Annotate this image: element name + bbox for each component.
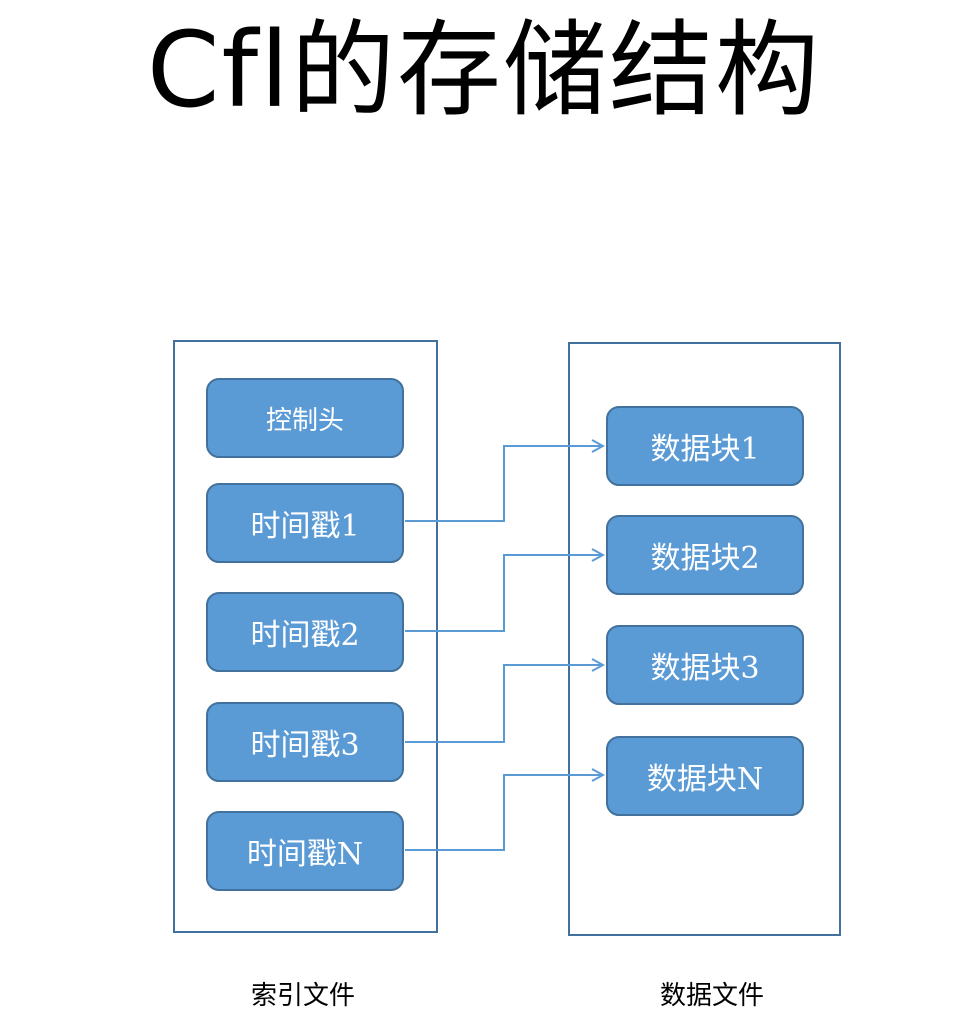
timestamp-block-3: 时间戳3	[206, 702, 404, 782]
data-block-3: 数据块3	[606, 625, 804, 705]
page-title: Cfl的存储结构	[146, 9, 822, 131]
timestamp-block-2: 时间戳2	[206, 592, 404, 672]
data-block-n: 数据块N	[606, 736, 804, 816]
timestamp-block-n: 时间戳N	[206, 811, 404, 891]
control-header-block: 控制头	[206, 378, 404, 458]
data-block-1: 数据块1	[606, 406, 804, 486]
data-block-2: 数据块2	[606, 515, 804, 595]
data-file-caption: 数据文件	[659, 981, 764, 1011]
index-file-caption: 索引文件	[250, 981, 355, 1011]
timestamp-block-1: 时间戳1	[206, 483, 404, 563]
